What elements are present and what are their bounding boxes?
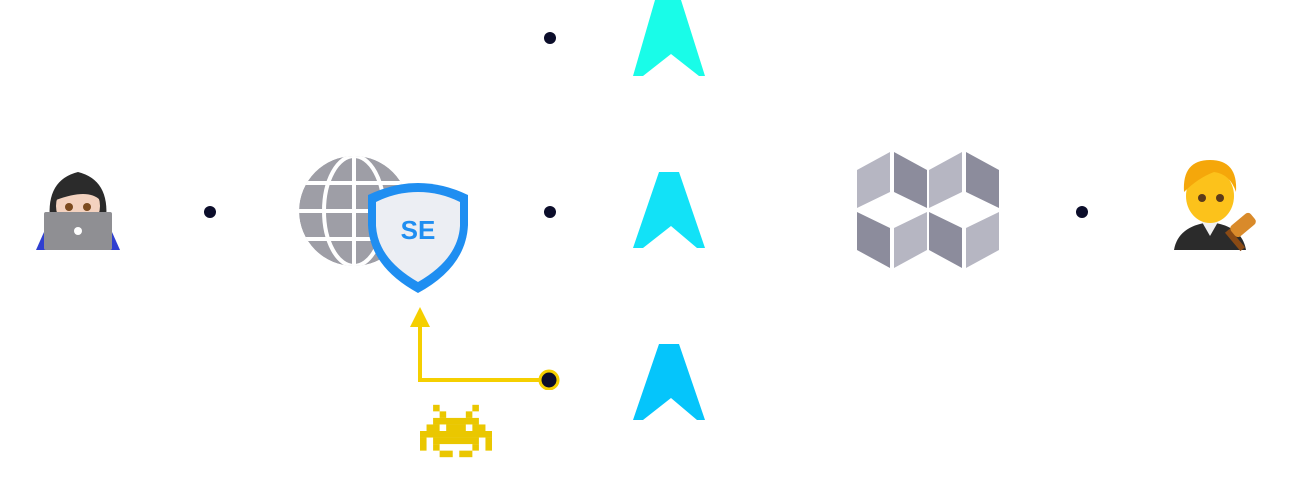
navigation-arrow-icon: [633, 0, 705, 76]
connector-dot: [204, 206, 216, 218]
connector-dot: [544, 32, 556, 44]
navigation-arrow-icon: [633, 344, 705, 420]
judge-icon: [1174, 156, 1258, 257]
attack-path: [410, 307, 560, 390]
navigation-arrow-icon: [633, 172, 705, 248]
shield-badge-text: SE: [401, 215, 436, 245]
space-invader-icon: [420, 404, 492, 458]
connector-dot: [544, 206, 556, 218]
connector-dot: [1076, 206, 1088, 218]
woman-technologist-icon: [36, 160, 120, 265]
isometric-cubes-icon: [857, 152, 999, 268]
globe-shield-icon: SE: [298, 155, 473, 295]
